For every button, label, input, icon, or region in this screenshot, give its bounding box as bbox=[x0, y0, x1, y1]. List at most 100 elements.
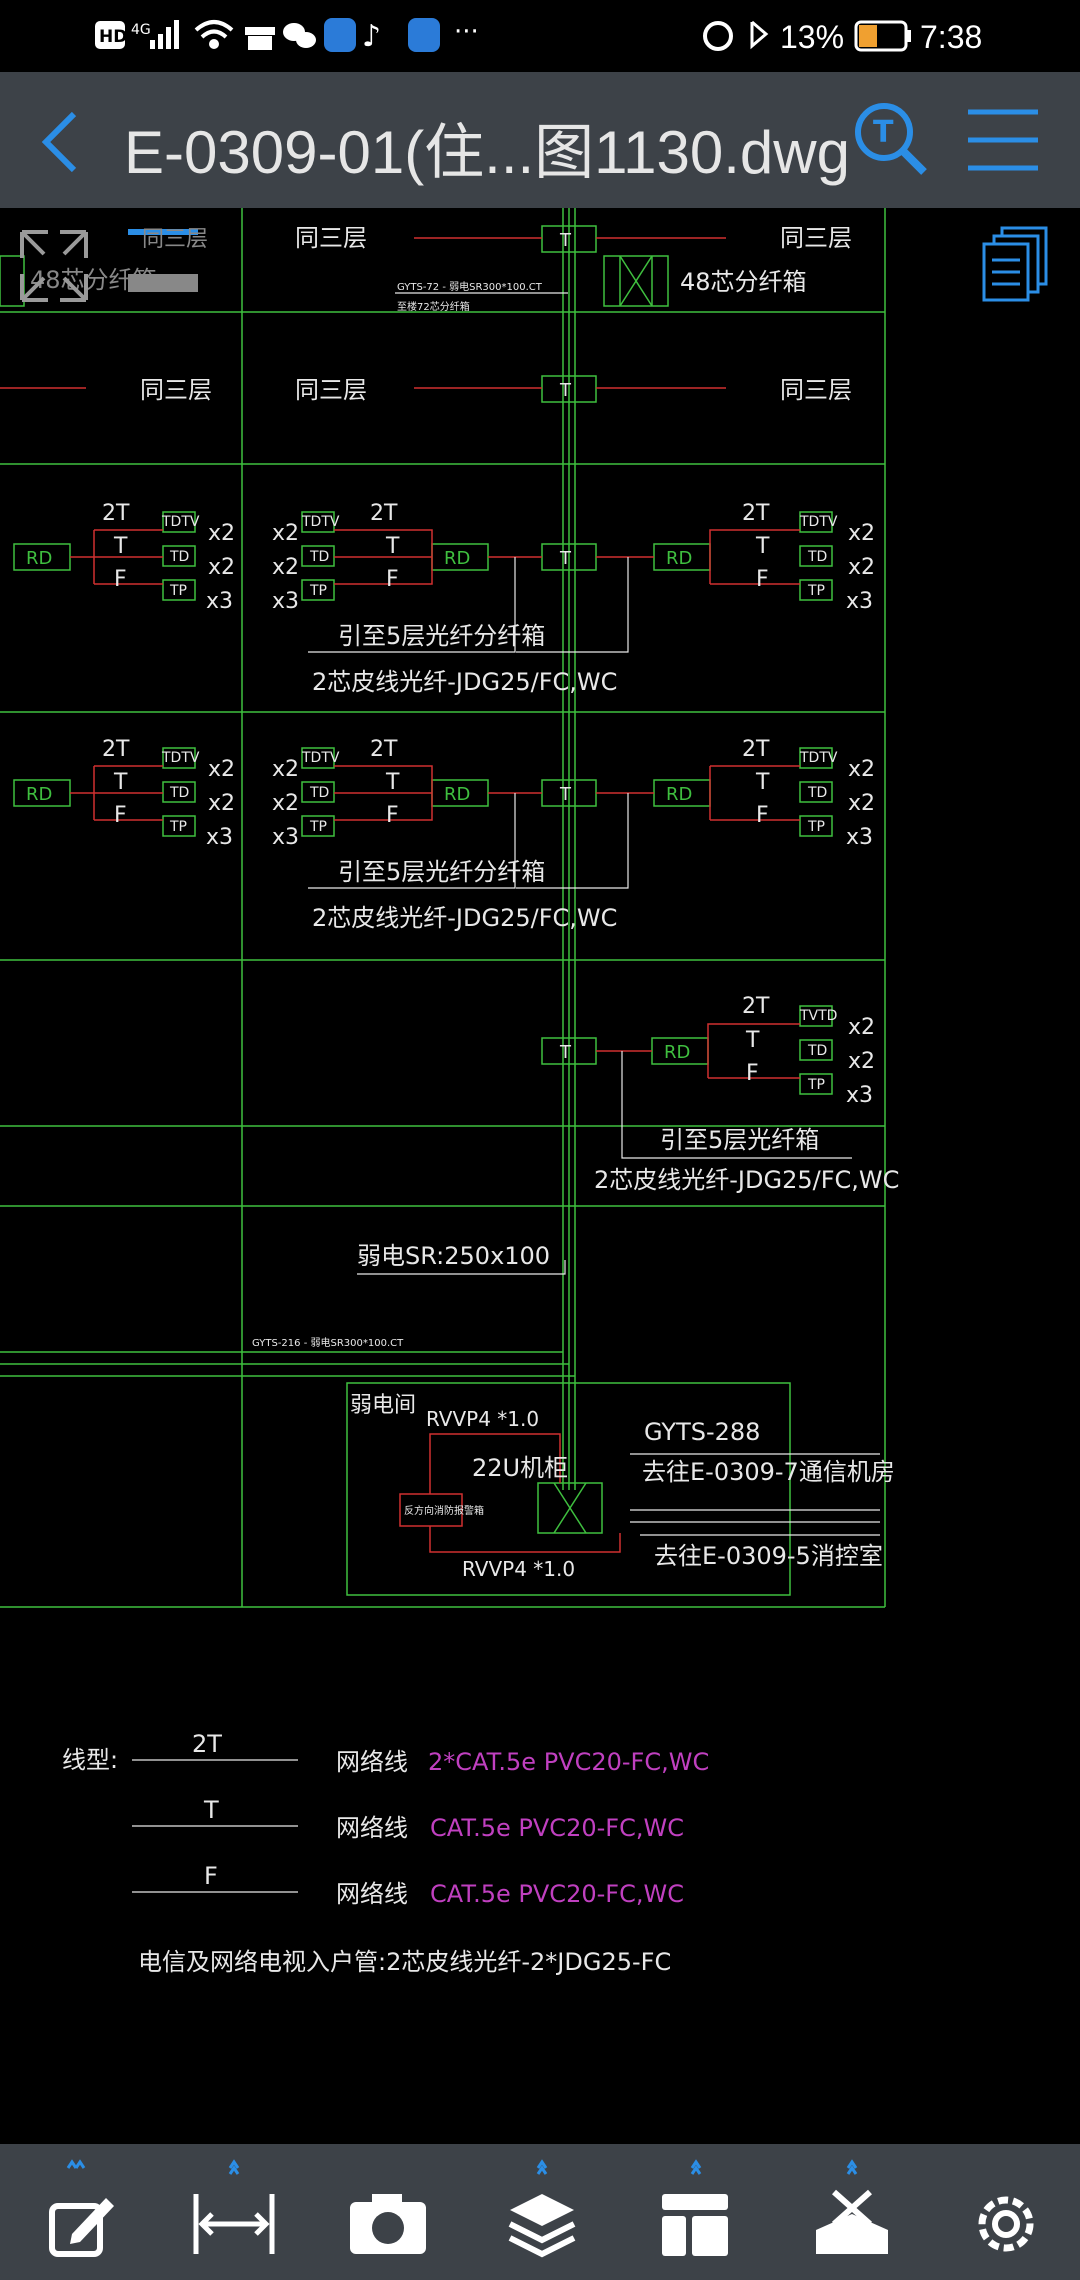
layers-icon[interactable] bbox=[486, 2154, 596, 2274]
label-same3-a: 同三层 bbox=[142, 227, 208, 252]
tp-4: TP bbox=[169, 819, 187, 835]
x2-i: x2 bbox=[272, 757, 299, 782]
cad-schematic: 同三层 同三层 同三层 同三层 同三层 同三层 48芯分纤箱 48芯分纤箱 GY… bbox=[0, 208, 1048, 1976]
td-7: TD bbox=[807, 1043, 827, 1059]
gyts216-label: GYTS-216 - 弱电SR300*100.CT bbox=[252, 1336, 404, 1349]
tp-3: TP bbox=[807, 583, 825, 599]
fiber-line-3: 2芯皮线光纤-JDG25/FC,WC bbox=[594, 1166, 899, 1194]
x2-e: x2 bbox=[848, 521, 875, 546]
camera-icon[interactable] bbox=[330, 2154, 440, 2274]
cad-drawing-canvas[interactable]: 同三层 同三层 同三层 同三层 同三层 同三层 48芯分纤箱 48芯分纤箱 GY… bbox=[0, 208, 1080, 2144]
rd-5: RD bbox=[444, 784, 470, 805]
x3-g: x3 bbox=[846, 1083, 873, 1108]
x2-h: x2 bbox=[208, 791, 235, 816]
battery-percent: 13% bbox=[780, 19, 844, 55]
tdtv-2: TDTV bbox=[301, 514, 340, 530]
grey-bar bbox=[128, 274, 198, 292]
wifi-icon bbox=[194, 20, 234, 49]
file-title: E-0309-01(住...图1130.dwg bbox=[124, 119, 850, 186]
more-notifications: ··· bbox=[454, 17, 479, 47]
lbl-f-3: F bbox=[756, 567, 769, 592]
lbl-2t-3: 2T bbox=[742, 501, 770, 526]
sr250-label: 弱电SR:250x100 bbox=[357, 1242, 550, 1270]
lbl-t-4: T bbox=[113, 770, 128, 795]
legend-spec-3: CAT.5e PVC20-FC,WC bbox=[430, 1880, 684, 1908]
rd-2: RD bbox=[444, 548, 470, 569]
lbl-f-2: F bbox=[386, 567, 399, 592]
signal-icon bbox=[150, 20, 179, 49]
clock: 7:38 bbox=[920, 19, 982, 55]
legend-line-f: F bbox=[204, 1862, 218, 1890]
lbl-t-7: T bbox=[745, 1028, 760, 1053]
svg-text:T: T bbox=[873, 115, 894, 150]
fiber-line-1: 2芯皮线光纤-JDG25/FC,WC bbox=[312, 668, 617, 696]
tdtv-1: TDTV bbox=[161, 514, 200, 530]
lead5-3: 引至5层光纤箱 bbox=[660, 1126, 819, 1154]
rvvp-top: RVVP4 *1.0 bbox=[426, 1407, 539, 1431]
lbl-t-6: T bbox=[755, 770, 770, 795]
measure-icon[interactable] bbox=[178, 2154, 288, 2274]
pages-icon bbox=[982, 226, 1048, 302]
x2-k: x2 bbox=[848, 757, 875, 782]
status-bar: HD 4G ♪ ··· 13% 7:38 bbox=[0, 0, 1080, 72]
wechat-icon bbox=[283, 23, 316, 48]
td-4: TD bbox=[169, 785, 189, 801]
lbl-f-7: F bbox=[746, 1061, 759, 1086]
label-same3-f: 同三层 bbox=[780, 376, 852, 404]
lbl-2t-5: 2T bbox=[370, 737, 398, 762]
riser-t-1: T bbox=[559, 230, 572, 251]
td-1: TD bbox=[169, 549, 189, 565]
weak-room-label: 弱电间 bbox=[350, 1393, 416, 1418]
app-bar: E-0309-01(住...图1130.dwg T bbox=[0, 72, 1080, 208]
lbl-t-1: T bbox=[113, 534, 128, 559]
lbl-2t-6: 2T bbox=[742, 737, 770, 762]
tdtv-4: TDTV bbox=[161, 750, 200, 766]
label-gyts72-sub: 至楼72芯分纤箱 bbox=[397, 300, 470, 313]
legend-kind-3: 网络线 bbox=[336, 1880, 408, 1908]
hd-icon bbox=[95, 21, 125, 49]
tp-2: TP bbox=[309, 583, 327, 599]
search-icon[interactable]: T bbox=[852, 100, 932, 180]
x3-f: x3 bbox=[846, 825, 873, 850]
label-48box-left: 48芯分纤箱 bbox=[30, 266, 157, 294]
label-same3-e: 同三层 bbox=[295, 376, 367, 404]
to-e5-label: 去往E-0309-5消控室 bbox=[654, 1542, 883, 1570]
x2-d: x2 bbox=[272, 555, 299, 580]
to-e7-label: 去往E-0309-7通信机房 bbox=[642, 1458, 895, 1486]
rvvp-bottom: RVVP4 *1.0 bbox=[462, 1557, 575, 1581]
x2-j: x2 bbox=[272, 791, 299, 816]
tools-icon[interactable] bbox=[796, 2154, 906, 2274]
x2-a: x2 bbox=[208, 521, 235, 546]
x3-e: x3 bbox=[272, 825, 299, 850]
legend-kind-1: 网络线 bbox=[336, 1748, 408, 1776]
menu-icon[interactable] bbox=[964, 104, 1042, 176]
tp-6: TP bbox=[807, 819, 825, 835]
legend-line-t: T bbox=[203, 1796, 219, 1824]
label-same3-c: 同三层 bbox=[780, 224, 852, 252]
legend-label: 线型: bbox=[62, 1746, 118, 1774]
network-type: 4G bbox=[131, 22, 151, 38]
td-5: TD bbox=[309, 785, 329, 801]
lbl-t-3: T bbox=[755, 534, 770, 559]
rd-4: RD bbox=[26, 784, 52, 805]
layout-icon[interactable] bbox=[640, 2154, 750, 2274]
edit-icon[interactable] bbox=[22, 2154, 132, 2274]
svg-text:HD: HD bbox=[99, 27, 127, 47]
x3-b: x3 bbox=[272, 589, 299, 614]
x2-l: x2 bbox=[848, 791, 875, 816]
settings-icon[interactable] bbox=[950, 2154, 1060, 2274]
tiktok-icon: ♪ bbox=[362, 19, 381, 54]
riser-t-5: T bbox=[559, 1042, 572, 1063]
tp-5: TP bbox=[309, 819, 327, 835]
riser-t-3: T bbox=[559, 548, 572, 569]
x2-b: x2 bbox=[208, 555, 235, 580]
x3-d: x3 bbox=[206, 825, 233, 850]
td-3: TD bbox=[807, 549, 827, 565]
x2-n: x2 bbox=[848, 1049, 875, 1074]
status-icons: HD 4G ♪ ··· 13% 7:38 bbox=[95, 17, 982, 55]
lead5-box-2: 引至5层光纤分纤箱 bbox=[338, 858, 545, 886]
bottom-toolbar bbox=[0, 2144, 1080, 2280]
label-gyts72: GYTS-72 - 弱电SR300*100.CT bbox=[397, 280, 543, 293]
back-icon[interactable] bbox=[30, 104, 90, 180]
rd-3: RD bbox=[666, 548, 692, 569]
